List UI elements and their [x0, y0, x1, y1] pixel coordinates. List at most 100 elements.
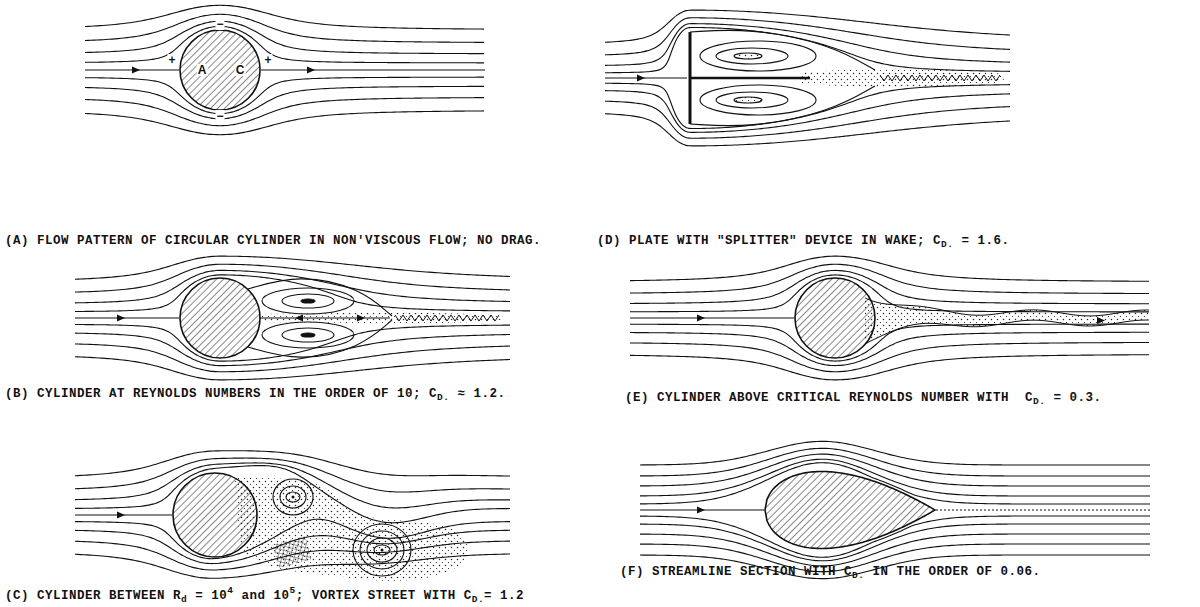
cylinder-section: [795, 278, 875, 358]
wake-eddy: [734, 97, 762, 103]
caption-text: D.: [472, 594, 484, 605]
flow-sign-label: +: [167, 54, 176, 66]
caption-text: (E) CYLINDER ABOVE CRITICAL REYNOLDS NUM…: [625, 391, 1033, 405]
streamline: [75, 519, 510, 558]
streamline: [630, 332, 1149, 365]
streamline: [75, 554, 510, 578]
flow-sign-label: C: [235, 64, 246, 76]
flat-plate: [689, 32, 692, 124]
streamline: [75, 264, 510, 292]
caption-text: = 0.3.: [1053, 391, 1101, 405]
streamline: [75, 541, 510, 570]
flow-arrowhead: [697, 315, 705, 322]
vortex-core: [292, 496, 295, 499]
streamline: [75, 357, 510, 380]
cylinder-section: [173, 473, 257, 557]
streamline: [630, 256, 1149, 281]
caption-text: (F) STREAMLINE SECTION WITH C: [620, 565, 852, 579]
flow-arrowhead: [117, 315, 125, 322]
wake-region: [800, 68, 1005, 87]
streamline: [605, 24, 1010, 66]
figure-caption: (C) CYLINDER BETWEEN Rd= 104and 105; VOR…: [5, 583, 524, 607]
streamline: [630, 270, 1149, 303]
caption-text: and 10: [241, 589, 289, 603]
streamline: [605, 114, 1010, 146]
streamline: [75, 344, 510, 372]
stagnation-streamline: [605, 77, 687, 78]
wake-eddy: [716, 48, 788, 64]
caption-text: = 10: [195, 589, 227, 603]
flow-sign-label: −: [215, 110, 224, 122]
caption-text: C: [429, 387, 437, 401]
flow-arrowhead: [1097, 317, 1105, 324]
reverse-flow-line: [260, 317, 390, 318]
wake-turbulence: [395, 315, 499, 321]
streamline: [85, 86, 484, 118]
flow-arrowhead: [307, 67, 315, 74]
shed-vortex: [273, 479, 313, 515]
wake-eddy: [734, 53, 762, 59]
wake-turbulence: [880, 75, 1000, 81]
splitter-plate: [690, 77, 810, 80]
caption-text: (B) CYLINDER AT REYNOLDS NUMBERS IN THE …: [5, 387, 421, 401]
wake-eddy: [700, 41, 816, 71]
wake-eddy: [262, 322, 354, 348]
flow-arrowhead: [357, 315, 365, 322]
cylinder-section: [180, 30, 260, 110]
wake-eddy: [301, 299, 315, 303]
figure-caption: (B) CYLINDER AT REYNOLDS NUMBERS IN THE …: [5, 386, 506, 406]
shed-vortex: [374, 545, 390, 555]
wake-eddy: [282, 294, 334, 308]
caption-text: 4: [227, 585, 233, 596]
vortex-core: [381, 549, 384, 552]
streamline: [75, 463, 510, 508]
separation-streamline: [690, 86, 875, 126]
streamline: [85, 21, 484, 53]
shed-vortex: [280, 486, 306, 508]
caption-text: D.: [852, 570, 864, 581]
caption-text: IN THE ORDER OF 0.06.: [872, 565, 1040, 579]
wake-region: [865, 298, 1149, 344]
streamline: [75, 530, 510, 563]
wake-boundary: [865, 298, 1149, 316]
stagnation-streamline: [630, 317, 794, 318]
figure-caption: (E) CYLINDER ABOVE CRITICAL REYNOLDS NUM…: [625, 390, 1101, 410]
streamline: [630, 355, 1149, 380]
streamline: [605, 101, 1010, 138]
caption-text: (A) FLOW PATTERN OF CIRCULAR CYLINDER IN…: [5, 234, 541, 248]
separation-streamline: [248, 279, 392, 316]
streamline: [75, 324, 510, 361]
wake-line: [936, 510, 1150, 511]
flow-arrowhead: [117, 512, 125, 519]
caption-text: 5: [289, 585, 295, 596]
streamline: [75, 451, 510, 476]
streamline: [605, 91, 1010, 133]
shed-vortex: [360, 531, 404, 569]
caption-text: D.: [437, 392, 449, 403]
stagnation-streamline: [261, 69, 485, 70]
streamline: [640, 534, 1150, 566]
streamline: [605, 18, 1010, 55]
streamline: [75, 275, 510, 312]
caption-text: = 1.2: [484, 589, 524, 603]
wake-eddy: [282, 328, 334, 342]
wake-eddy: [716, 92, 788, 108]
streamline: [85, 5, 484, 29]
stagnation-streamline: [75, 317, 179, 318]
shed-vortex: [286, 492, 300, 502]
figure-caption: (D) PLATE WITH "SPLITTER" DEVICE IN WAKE…: [597, 233, 1009, 253]
caption-text: ; VORTEX STREET WITH C: [296, 589, 472, 603]
streamline: [640, 441, 1150, 465]
figure-caption: (F) STREAMLINE SECTION WITH CD. IN THE OR…: [620, 564, 1040, 584]
flow-arrowhead: [637, 75, 645, 82]
streamline: [75, 256, 510, 279]
flow-sign-label: A: [197, 64, 208, 76]
figure-caption: (A) FLOW PATTERN OF CIRCULAR CYLINDER IN…: [5, 233, 541, 249]
caption-text: ≈ 1.2.: [458, 387, 506, 401]
wake-eddy: [700, 85, 816, 115]
caption-text: D.: [1033, 396, 1045, 407]
wake-boundary: [865, 320, 1149, 344]
shed-vortex: [367, 538, 397, 562]
